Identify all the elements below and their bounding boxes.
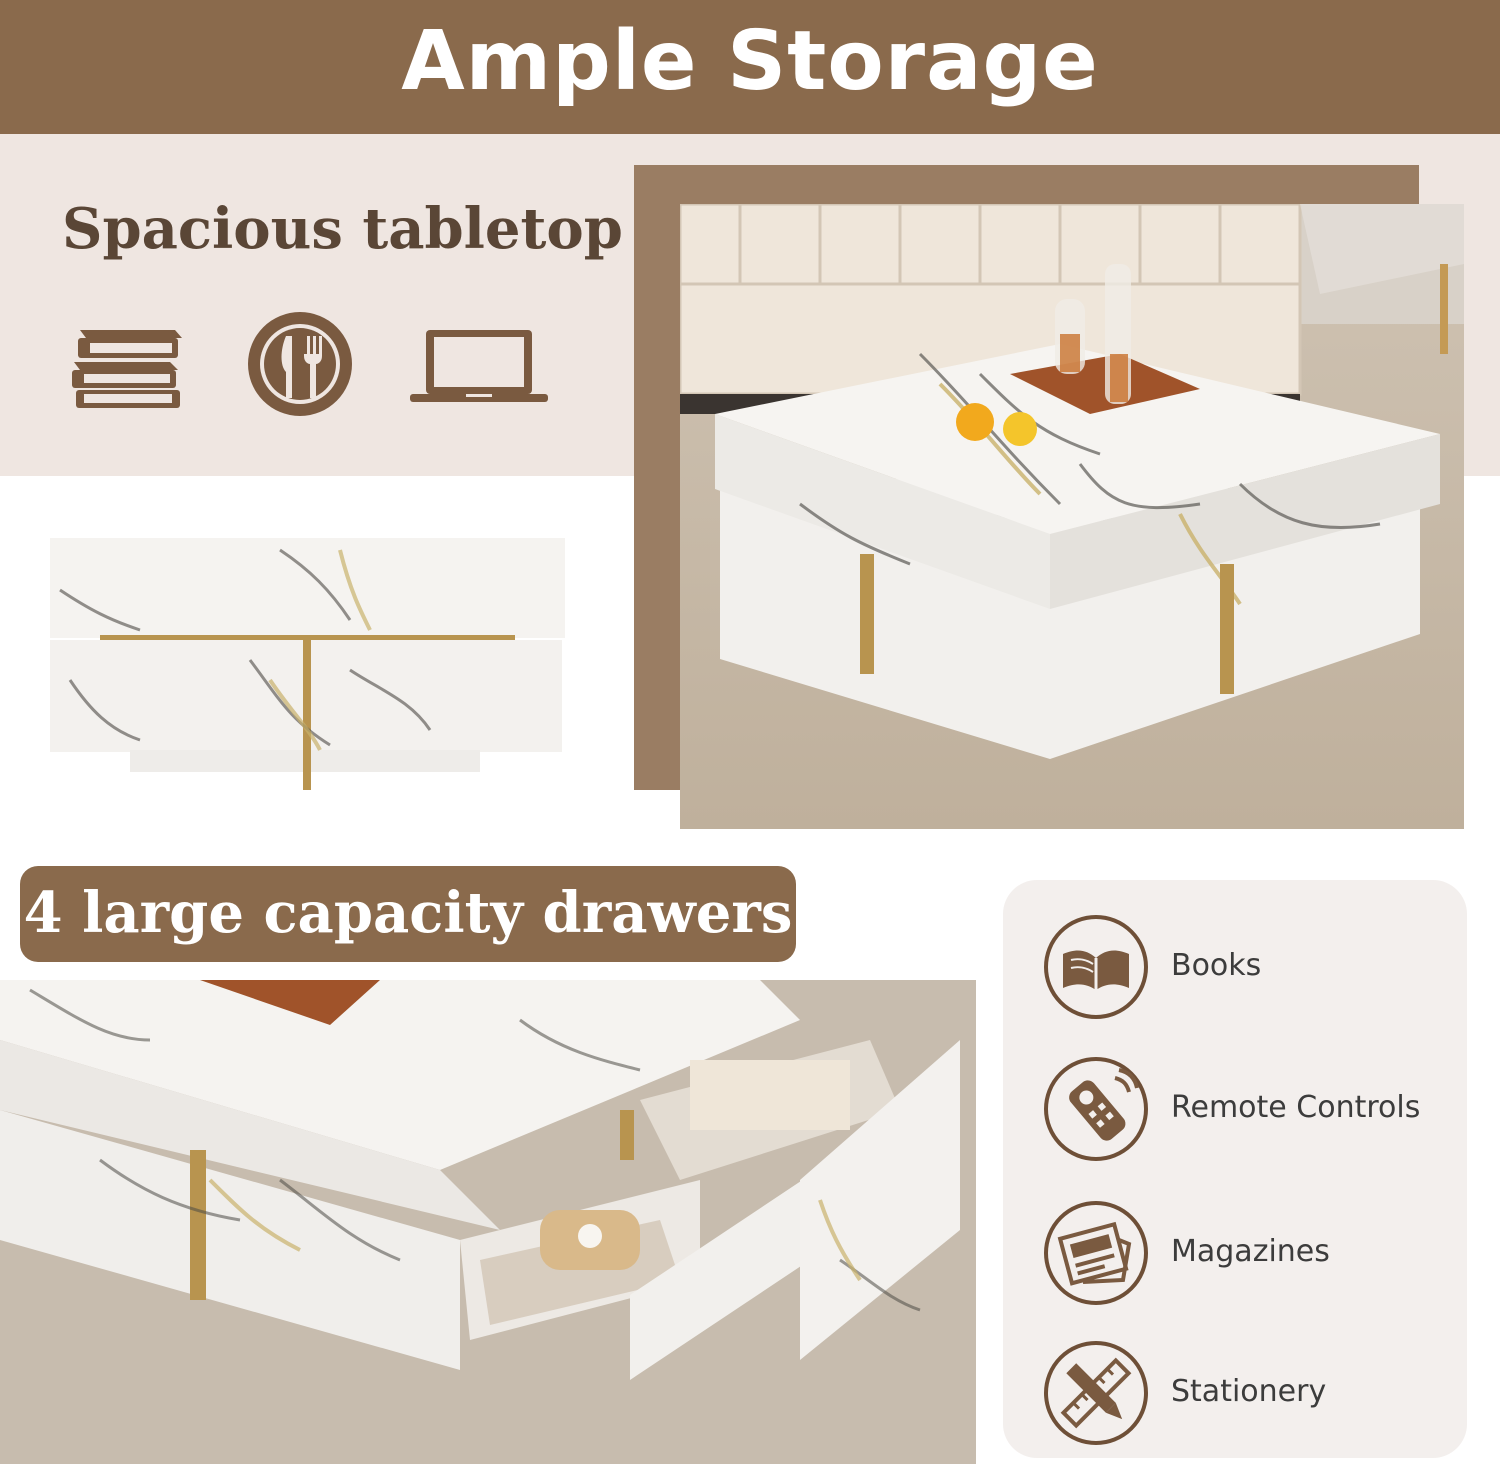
table-front-view-image <box>50 538 565 790</box>
use-label-books: Books <box>1171 948 1262 983</box>
living-room-photo <box>680 204 1464 829</box>
use-item-stationery: Stationery <box>1043 1340 1453 1450</box>
books-icon <box>72 330 182 408</box>
magazine-icon <box>1044 1201 1148 1305</box>
use-label-magazines: Magazines <box>1171 1234 1330 1269</box>
drawers-label-background <box>20 866 796 962</box>
open-drawers-photo <box>0 980 976 1464</box>
pencil-ruler-icon <box>1044 1341 1148 1445</box>
use-item-magazines: Magazines <box>1043 1200 1453 1310</box>
use-label-stationery: Stationery <box>1171 1374 1327 1409</box>
use-item-books: Books <box>1043 914 1453 1024</box>
drawers-heading: 4 large capacity drawers <box>23 880 793 946</box>
laptop-icon <box>410 330 548 402</box>
page-title: Ample Storage <box>401 14 1099 109</box>
dining-plate-icon <box>248 312 352 416</box>
use-item-remote-controls: Remote Controls <box>1043 1056 1453 1166</box>
open-book-icon <box>1044 915 1148 1019</box>
header-banner <box>0 0 1500 134</box>
use-label-remote-controls: Remote Controls <box>1171 1090 1421 1125</box>
tabletop-heading: Spacious tabletop <box>62 196 623 262</box>
remote-control-icon <box>1044 1057 1148 1161</box>
